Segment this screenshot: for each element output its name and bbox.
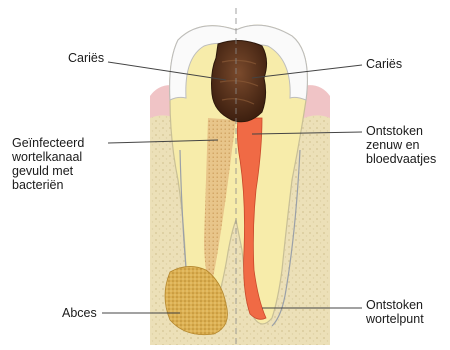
label-inflamed-root-tip: Ontstoken wortelpunt — [366, 298, 424, 326]
label-abscess: Abces — [62, 306, 97, 320]
label-caries-right: Cariës — [366, 57, 402, 71]
label-caries-left: Cariës — [68, 51, 104, 65]
label-inflamed-nerve: Ontstoken zenuw en bloedvaatjes — [366, 124, 436, 166]
label-infected-canal: Geïnfecteerd wortelkanaal gevuld met bac… — [12, 136, 84, 192]
